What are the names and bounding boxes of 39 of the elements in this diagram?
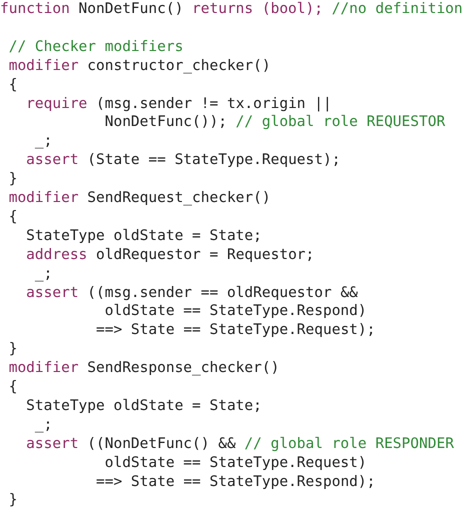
code-text: StateType oldState = State; — [26, 226, 262, 246]
code-text: oldState == StateType.Respond) — [104, 302, 367, 322]
code-text: oldRequestor = Requestor; — [96, 246, 314, 265]
code-text: SendRequest_checker() — [87, 189, 271, 208]
code-keyword: assert — [26, 284, 79, 302]
code-text: ((NonDetFunc() && — [87, 434, 236, 454]
code-text: oldState == StateType.Request) — [104, 454, 367, 472]
code-text: } — [8, 170, 18, 189]
code-text: { — [8, 378, 18, 397]
code-comment: //no definition — [332, 0, 463, 19]
code-keyword: modifier — [8, 359, 79, 378]
code-comment: // global role REQUESTOR — [236, 113, 446, 132]
code-text: } — [8, 340, 18, 360]
code-comment: // global role RESPONDER — [244, 434, 454, 454]
code-text: { — [8, 76, 18, 94]
code-text: (State == StateType.Request); — [87, 151, 340, 170]
code-comment: // Checker modifiers — [8, 38, 184, 57]
code-text: { — [8, 208, 18, 227]
code-keyword: assert — [26, 434, 79, 454]
code-text: ((msg.sender == oldRequestor && — [87, 284, 358, 302]
code-text: (msg.sender != tx.origin || — [96, 94, 332, 114]
code-text: _; — [34, 132, 52, 152]
code-keyword: modifier — [8, 189, 79, 208]
code-text: ==> State == StateType.Request); — [96, 321, 376, 340]
code-text: ==> State == StateType.Respond); — [96, 472, 376, 492]
code-text: constructor_checker() — [87, 56, 271, 76]
code-keyword: address — [26, 246, 88, 265]
code-text: } — [8, 491, 18, 510]
code-keyword: modifier — [8, 56, 79, 76]
code-text: _; — [34, 416, 52, 435]
code-text: _; — [34, 264, 52, 284]
code-text: NonDetFunc()); — [104, 113, 227, 132]
code-text: NonDetFunc() — [78, 0, 184, 19]
code-keyword: returns (bool); — [192, 0, 323, 19]
code-keyword: require — [26, 94, 88, 114]
code-keyword: assert — [26, 151, 79, 170]
code-text: StateType oldState = State; — [26, 396, 262, 416]
code-keyword: function — [0, 0, 70, 19]
code-text: SendResponse_checker() — [87, 359, 280, 378]
